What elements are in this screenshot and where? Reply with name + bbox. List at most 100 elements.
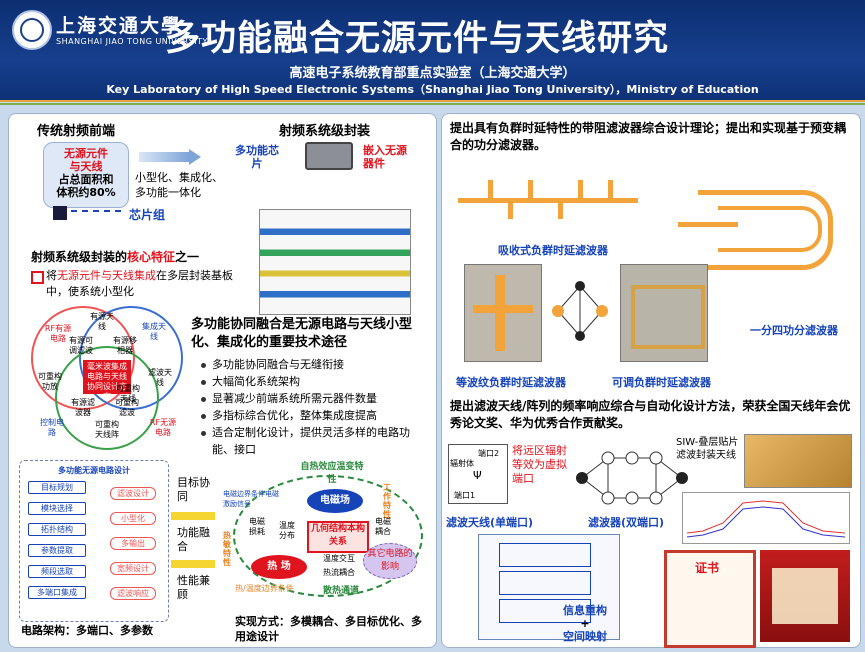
tunable-filter-photo xyxy=(620,264,708,362)
rf-box-line3: 占总面积和 xyxy=(58,173,114,186)
header-stripe-orange xyxy=(0,100,865,102)
temp-dist: 温度分布 xyxy=(279,521,295,540)
far-field-text: 将远区辐射等效为虚拟端口 xyxy=(512,444,567,485)
port2-label: 端口2 xyxy=(478,449,500,458)
multi-chip-label: 多功能芯片 xyxy=(235,144,279,170)
absorptive-filter-label: 吸收式负群时延滤波器 xyxy=(498,244,608,257)
goal-arrow-1-icon xyxy=(171,512,215,520)
lab-name-en: Key Laboratory of High Speed Electronic … xyxy=(106,83,759,96)
venn-circle-green xyxy=(55,346,159,450)
circuit-arch: 电路架构：多端口、多参数 xyxy=(21,624,153,637)
point-post: 在多层封装基板中，使系统小型化 xyxy=(46,269,233,298)
bullet-square-icon xyxy=(31,271,44,284)
page-title: 多功能融合无源元件与天线研究 xyxy=(165,19,670,59)
absorptive-filter-diagram xyxy=(458,170,638,230)
info-reconfig: 信息重构 xyxy=(563,604,607,617)
work-characteristic: 工作特性 xyxy=(383,483,391,519)
coupling-graph xyxy=(552,281,608,341)
venn-i5: 可重构滤波 xyxy=(115,398,139,417)
venn-c2: 有源天线 xyxy=(90,312,114,331)
method-text: 提出滤波天线/阵列的频率响应综合与自动化设计方法，荣获全国天线年会优秀论文奖、华… xyxy=(450,399,851,430)
sip-3d-diagram xyxy=(259,209,411,315)
em-loss: 电磁损耗 xyxy=(249,517,265,536)
heat-channel: 散热通道 xyxy=(323,586,360,596)
implementation: 实现方式：多模耦合、多目标优化、多用途设计 xyxy=(235,615,422,643)
design-flowchart xyxy=(478,534,620,640)
flow-left-node: 多端口集成 xyxy=(28,586,86,599)
lab-name-cn: 高速电子系统教育部重点实验室（上海交通大学） xyxy=(289,66,576,81)
bullet-item-3: 显著减少前端系统所需元器件数量 xyxy=(201,390,429,407)
port1-label: 端口1 xyxy=(454,491,476,500)
flow-title: 多功能无源电路设计 xyxy=(58,466,130,475)
core-feature-red: 核心特征 xyxy=(127,250,176,264)
venn-c3: 集成天线 xyxy=(142,322,166,341)
siw-label: SIW-叠层贴片滤波封装天线 xyxy=(676,437,739,461)
trend-arrow-head-icon xyxy=(189,149,201,165)
bullet-item-4: 多指标综合优化，整体集成度提高 xyxy=(201,407,429,424)
point-pre: 将 xyxy=(46,269,57,282)
fusion-bullets: 多功能协同融合与无缝衔接 大幅简化系统架构 显著减少前端系统所需元器件数量 多指… xyxy=(201,356,429,458)
core-feature-post: 之一 xyxy=(175,250,200,264)
venn-diagram: RF有源电路 有源天线 集成天线 有源可调滤波 有源移相器 可重构功放 滤波天线… xyxy=(21,306,187,450)
rf-box-line1: 无源元件 xyxy=(64,147,108,160)
right-panel: 提出具有负群时延特性的带阻滤波器综合设计理论；提出和实现基于预变耦合的功分滤波器… xyxy=(441,113,861,648)
multiphysics-diagram: 自热效应温变特性 电磁边界条件电磁激励信号 电磁场 工作特性 电磁损耗 温度分布… xyxy=(223,459,429,609)
theory-text: 提出具有负群时延特性的带阻滤波器综合设计理论；提出和实现基于预变耦合的功分滤波器… xyxy=(450,121,847,152)
physics-loop xyxy=(233,475,423,597)
reconfig-block: 信息重构 + 空间映射 xyxy=(550,604,620,643)
rf-front-title: 传统射频前端 xyxy=(37,124,116,139)
thermal-couple: 热流耦合 xyxy=(323,568,355,577)
em-boundary: 电磁边界条件电磁激励信号 xyxy=(223,490,279,508)
flow-right-node: 滤波响应 xyxy=(110,587,156,600)
core-feature-pre: 射频系统级封装的 xyxy=(31,250,128,264)
flow-left-node: 拓扑结构 xyxy=(28,523,86,536)
venn-c4: 可重构功放 xyxy=(38,372,62,391)
flow-right-node: 滤波设计 xyxy=(110,487,156,500)
fusion-title: 多功能协同融合是无源电路与天线小型化、集成化的重要技术途径 xyxy=(191,317,413,350)
trend-arrow-body xyxy=(139,152,189,162)
splitter-label: 一分四功分滤波器 xyxy=(750,324,838,337)
em-couple: 电磁耦合 xyxy=(375,517,391,536)
embedded-label: 嵌入无源器件 xyxy=(363,144,407,170)
sip-title: 射频系统级封装 xyxy=(279,124,371,139)
ripple-filter-photo xyxy=(464,264,542,362)
university-name-cn: 上海交通大學 xyxy=(56,15,183,37)
thermal-field-node: 热 场 xyxy=(251,555,307,579)
ripple-filter-label: 等波纹负群时延滤波器 xyxy=(456,376,566,389)
goal-2: 功能融合 xyxy=(177,526,210,553)
flow-left-node: 频段选取 xyxy=(28,565,86,578)
certificate-award-2 xyxy=(760,550,850,642)
left-panel: 传统射频前端 无源元件 与天线 占总面积和 体积约80% 芯片组 小型化、集成化… xyxy=(8,113,437,648)
bullet-item-1: 多功能协同融合与无缝衔接 xyxy=(201,356,429,373)
flow-left-node: 参数提取 xyxy=(28,544,86,557)
header-banner: 上海交通大學 SHANGHAI JIAO TONG UNIVERSITY 多功能… xyxy=(0,0,865,100)
flow-left-column: 目标规划 模块选择 拓扑结构 参数提取 频段选取 多端口集成 xyxy=(28,481,86,599)
venn-i3: 可重构天线 xyxy=(116,384,140,403)
venn-i2: 有源移相器 xyxy=(113,336,137,355)
filter-node-graph xyxy=(576,451,688,505)
venn-c7: RF无源电路 xyxy=(149,418,177,437)
venn-i1: 有源可调滤波 xyxy=(69,336,93,355)
flow-right-node: 多输出 xyxy=(110,537,156,550)
flow-right-column: 滤波设计 小型化 多输出 宽频设计 滤波响应 xyxy=(110,487,156,600)
header-stripe-green xyxy=(0,103,865,105)
venn-c6: 控制电路 xyxy=(40,418,64,437)
university-seal-icon xyxy=(12,10,52,50)
goal-3: 性能兼顾 xyxy=(177,574,210,601)
trend-text: 小型化、集成化、多功能一体化 xyxy=(135,171,223,199)
radiator-label: 辐射体 xyxy=(450,459,474,468)
point-red: 无源元件与天线集成 xyxy=(57,269,156,282)
filter-dual-label: 滤波器(双端口) xyxy=(588,516,665,529)
core-feature-point: 将无源元件与天线集成在多层封装基板中，使系统小型化 xyxy=(46,268,246,300)
package-chip-icon xyxy=(305,142,353,170)
space-map: 空间映射 xyxy=(563,630,607,643)
venn-i4: 有源滤波器 xyxy=(71,398,95,417)
core-feature-title: 射频系统级封装的核心特征之一 xyxy=(31,248,199,265)
venn-c5: 滤波天线 xyxy=(148,368,172,387)
flow-right-node: 小型化 xyxy=(110,512,156,525)
temp-interaction: 温度交互 xyxy=(323,554,355,563)
bullet-item-2: 大幅简化系统架构 xyxy=(201,373,429,390)
certificate-title: 证书 xyxy=(694,561,719,575)
tunable-filter-label: 可调负群时延滤波器 xyxy=(612,376,711,389)
chip-group-label: 芯片组 xyxy=(129,208,166,222)
